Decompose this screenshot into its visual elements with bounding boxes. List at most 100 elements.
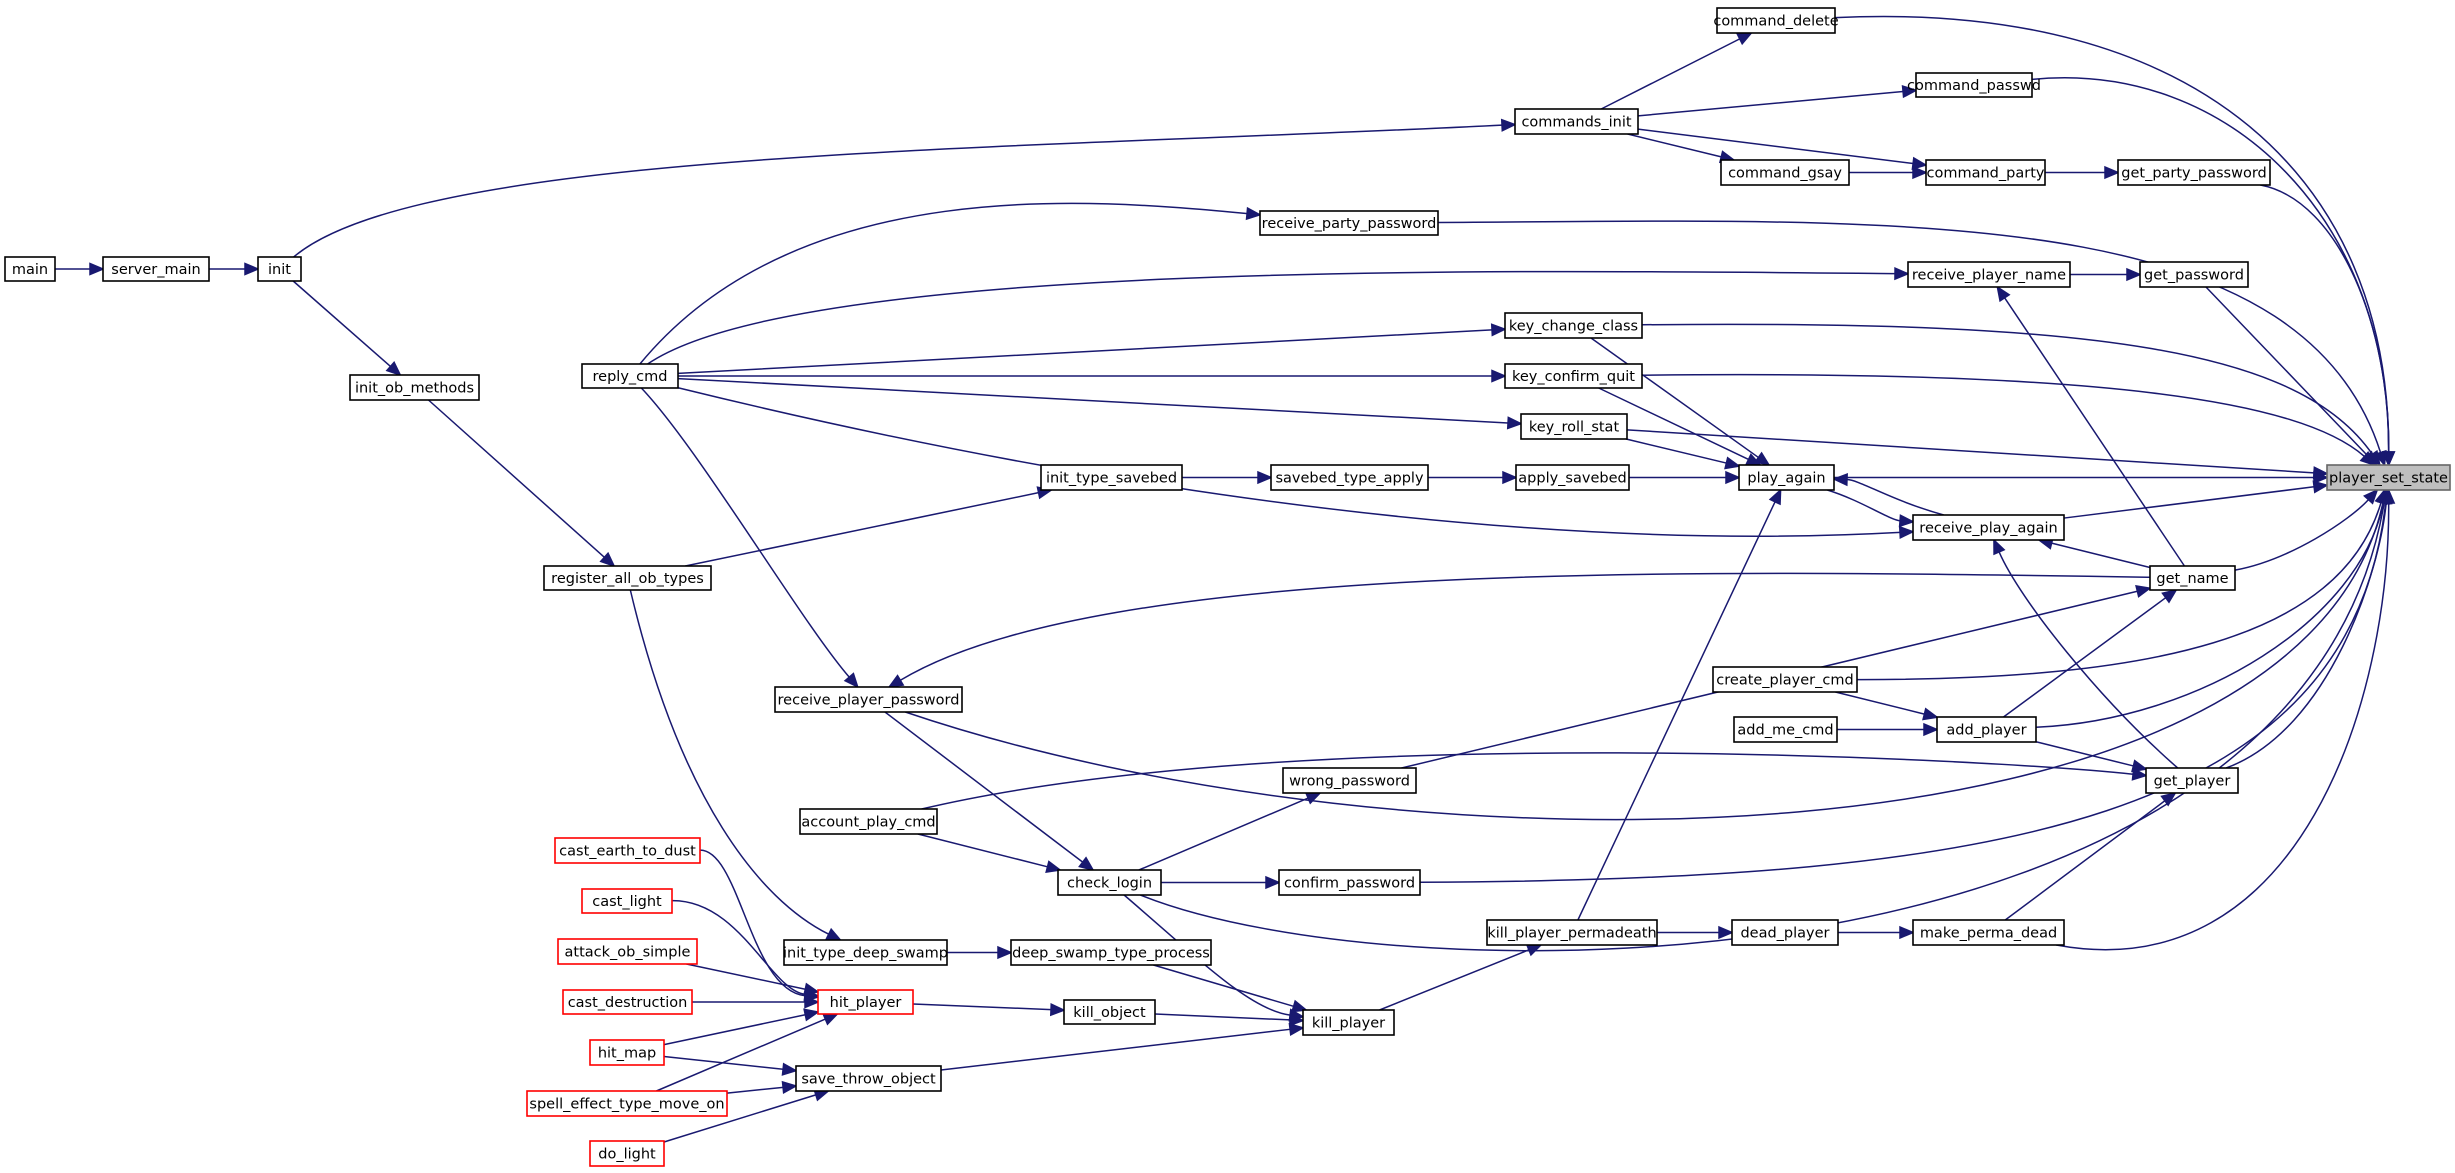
edge-line bbox=[1627, 133, 1722, 158]
node-label: check_login bbox=[1067, 876, 1152, 892]
edge-arrowhead bbox=[843, 672, 859, 689]
edge-save_throw_object-to-kill_player bbox=[940, 1022, 1305, 1071]
node-register-all-ob-types[interactable]: register_all_ob_types bbox=[543, 565, 712, 591]
node-init-type-savebed[interactable]: init_type_savebed bbox=[1040, 464, 1183, 491]
node-box bbox=[589, 1039, 665, 1066]
edge-server_main-to-init bbox=[209, 262, 260, 276]
node-add-me-cmd[interactable]: add_me_cmd bbox=[1733, 716, 1838, 743]
edge-arrowhead bbox=[804, 995, 820, 1009]
node-add-player[interactable]: add_player bbox=[1936, 716, 2037, 743]
node-command-party[interactable]: command_party bbox=[1925, 159, 2046, 186]
edge-arrowhead bbox=[1490, 323, 1507, 337]
node-box bbox=[774, 686, 963, 713]
edge-reply_cmd-to-key_confirm_quit bbox=[678, 369, 1507, 383]
node-init-ob-methods[interactable]: init_ob_methods bbox=[349, 374, 480, 401]
node-cast-light[interactable]: cast_light bbox=[581, 888, 673, 914]
node-kill-player-permadeath[interactable]: kill_player_permadeath bbox=[1486, 919, 1658, 946]
node-account-play-cmd[interactable]: account_play_cmd bbox=[799, 808, 938, 835]
node-make-perma-dead[interactable]: make_perma_dead bbox=[1912, 919, 2065, 946]
node-get-password[interactable]: get_password bbox=[2139, 261, 2249, 288]
node-label: wrong_password bbox=[1289, 774, 1410, 790]
edge-line bbox=[2205, 286, 2369, 457]
node-check-login[interactable]: check_login bbox=[1057, 869, 1162, 896]
node-confirm-password[interactable]: confirm_password bbox=[1278, 869, 1421, 896]
edge-line bbox=[1625, 438, 1727, 464]
node-kill-object[interactable]: kill_object bbox=[1063, 999, 1156, 1025]
node-label: dead_player bbox=[1740, 926, 1829, 942]
node-receive-player-name[interactable]: receive_player_name bbox=[1907, 261, 2071, 288]
node-hit-player[interactable]: hit_player bbox=[817, 989, 914, 1015]
node-label: kill_player_permadeath bbox=[1487, 926, 1656, 942]
node-savebed-type-apply[interactable]: savebed_type_apply bbox=[1270, 464, 1429, 491]
node-player-set-state[interactable]: player_set_state bbox=[2326, 464, 2451, 491]
node-dead-player[interactable]: dead_player bbox=[1731, 919, 1839, 946]
edge-line bbox=[699, 849, 806, 997]
edge-arrowhead bbox=[2131, 767, 2148, 781]
node-spell-effect-type-move-on[interactable]: spell_effect_type_move_on bbox=[526, 1090, 728, 1117]
node-label: kill_player bbox=[1312, 1016, 1385, 1032]
node-save-throw-object[interactable]: save_throw_object bbox=[795, 1065, 942, 1092]
node-label: get_player bbox=[2154, 774, 2231, 790]
edge-command_gsay-to-command_party bbox=[1848, 165, 1928, 180]
node-key-change-class[interactable]: key_change_class bbox=[1504, 312, 1643, 339]
edge-account_play_cmd-to-check_login bbox=[917, 833, 1062, 874]
node-receive-party-password[interactable]: receive_party_password bbox=[1259, 210, 1439, 236]
node-box bbox=[795, 1065, 942, 1092]
node-label: command_delete bbox=[1713, 14, 1838, 30]
node-play-again[interactable]: play_again bbox=[1738, 464, 1835, 491]
node-layer: main server_main init init_ob_methodsregist… bbox=[4, 7, 2451, 1167]
edge-get_name-to-receive_player_password bbox=[887, 572, 2151, 688]
node-command-gsay[interactable]: command_gsay bbox=[1720, 159, 1850, 186]
node-create-player-cmd[interactable]: create_player_cmd bbox=[1712, 666, 1858, 693]
node-cast-earth-to-dust[interactable]: cast_earth_to_dust bbox=[554, 837, 701, 864]
node-init[interactable]: init bbox=[257, 256, 302, 282]
edge-arrowhead bbox=[1894, 266, 1910, 281]
node-do-light[interactable]: do_light bbox=[589, 1140, 665, 1167]
node-label: hit_map bbox=[598, 1046, 656, 1062]
node-key-roll-stat[interactable]: key_roll_stat bbox=[1520, 413, 1628, 440]
edge-apply_savebed-to-play_again bbox=[1629, 470, 1741, 485]
node-label: command_party bbox=[1927, 166, 2045, 182]
node-wrong-password[interactable]: wrong_password bbox=[1282, 767, 1417, 794]
node-deep-swamp-type-process[interactable]: deep_swamp_type_process bbox=[1010, 939, 1212, 966]
edge-line bbox=[884, 711, 1084, 863]
node-receive-player-password[interactable]: receive_player_password bbox=[774, 686, 963, 713]
node-kill-player[interactable]: kill_player bbox=[1302, 1009, 1395, 1036]
node-box bbox=[581, 363, 679, 389]
node-box bbox=[1912, 514, 2065, 541]
node-apply-savebed[interactable]: apply_savebed bbox=[1515, 464, 1630, 491]
node-label: reply_cmd bbox=[593, 369, 668, 385]
node-box bbox=[1040, 464, 1183, 491]
edge-line bbox=[2234, 499, 2370, 571]
edge-kill_player_permadeath-to-play_again bbox=[1577, 488, 1782, 921]
node-commands-init[interactable]: commands_init bbox=[1514, 108, 1639, 135]
node-init-type-deep-swamp[interactable]: init_type_deep_swamp bbox=[783, 939, 948, 966]
node-server-main[interactable]: server_main bbox=[102, 256, 210, 282]
edge-arrowhead bbox=[385, 360, 402, 377]
node-receive-play-again[interactable]: receive_play_again bbox=[1912, 514, 2065, 541]
edge-arrowhead bbox=[803, 1008, 820, 1022]
node-get-player[interactable]: get_player bbox=[2145, 767, 2239, 794]
edge-play_again-to-player_set_state bbox=[1834, 470, 2329, 485]
edge-line bbox=[2035, 741, 2134, 767]
node-get-name[interactable]: get_name bbox=[2149, 565, 2236, 591]
node-cast-destruction[interactable]: cast_destruction bbox=[562, 989, 693, 1015]
node-hit-map[interactable]: hit_map bbox=[589, 1039, 665, 1066]
node-reply-cmd[interactable]: reply_cmd bbox=[581, 363, 679, 389]
node-main[interactable]: main bbox=[4, 256, 56, 282]
node-key-confirm-quit[interactable]: key_confirm_quit bbox=[1504, 363, 1643, 389]
edge-line bbox=[1846, 478, 1944, 516]
node-get-party-password[interactable]: get_party_password bbox=[2117, 159, 2271, 186]
edge-arrowhead bbox=[1922, 707, 1939, 721]
node-label: savebed_type_apply bbox=[1275, 471, 1423, 487]
edge-line bbox=[917, 833, 1048, 868]
node-label: apply_savebed bbox=[1518, 471, 1626, 487]
node-box bbox=[1720, 159, 1850, 186]
edge-arrowhead bbox=[2160, 791, 2177, 807]
node-command-delete[interactable]: command_delete bbox=[1713, 7, 1839, 34]
edge-arrowhead bbox=[1265, 875, 1281, 890]
node-command-passwd[interactable]: command_passwd bbox=[1907, 72, 2041, 98]
node-attack-ob-simple[interactable]: attack_ob_simple bbox=[557, 938, 698, 965]
edge-kill_player-to-kill_player_permadeath bbox=[1379, 943, 1543, 1011]
edge-arrowhead bbox=[1245, 206, 1262, 221]
